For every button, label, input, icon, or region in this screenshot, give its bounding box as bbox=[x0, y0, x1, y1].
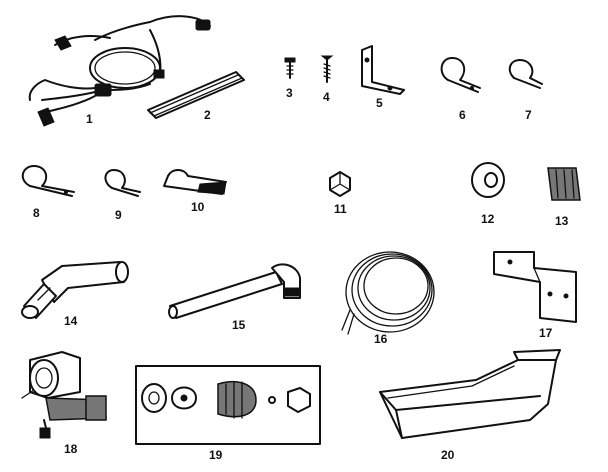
callout-13: 13 bbox=[555, 214, 569, 228]
callout-2: 2 bbox=[204, 108, 211, 122]
part-1-wire-harness bbox=[28, 15, 211, 127]
part-17-bracket bbox=[493, 251, 577, 323]
callout-15: 15 bbox=[232, 318, 246, 332]
callout-11: 11 bbox=[334, 202, 347, 216]
callout-12: 12 bbox=[481, 212, 495, 226]
callout-16: 16 bbox=[374, 332, 388, 346]
callout-5: 5 bbox=[376, 96, 383, 110]
part-8-clamp bbox=[21, 165, 75, 197]
part-14-elbow-tube bbox=[21, 261, 129, 319]
part-6-clamp bbox=[440, 57, 481, 93]
callout-18: 18 bbox=[64, 442, 78, 456]
callout-19: 19 bbox=[209, 448, 223, 462]
callout-14: 14 bbox=[64, 314, 78, 328]
callout-17: 17 bbox=[539, 326, 553, 340]
part-20-ice-bin bbox=[379, 349, 561, 439]
callout-1: 1 bbox=[86, 112, 93, 126]
part-10-strap bbox=[163, 169, 227, 195]
part-13-pad bbox=[547, 167, 581, 201]
part-9-clamp bbox=[104, 169, 141, 197]
part-11-nut bbox=[329, 171, 351, 197]
callout-3: 3 bbox=[286, 86, 293, 100]
part-16-coiled-tubing bbox=[341, 251, 435, 335]
callout-20: 20 bbox=[441, 448, 455, 462]
callout-4: 4 bbox=[323, 90, 330, 104]
part-5-bracket bbox=[361, 45, 405, 95]
part-3-screw bbox=[284, 57, 296, 79]
part-18-water-valve bbox=[21, 351, 107, 439]
callout-6: 6 bbox=[459, 108, 466, 122]
part-4-wood-screw bbox=[320, 55, 334, 83]
callout-7: 7 bbox=[525, 108, 532, 122]
part-19-fitting-kit bbox=[135, 365, 321, 445]
part-7-clamp bbox=[508, 59, 543, 89]
part-15-tube bbox=[168, 263, 301, 319]
callout-9: 9 bbox=[115, 208, 122, 222]
part-12-grommet bbox=[471, 162, 505, 198]
part-2-strip bbox=[147, 71, 245, 119]
callout-10: 10 bbox=[191, 200, 205, 214]
callout-8: 8 bbox=[33, 206, 40, 220]
